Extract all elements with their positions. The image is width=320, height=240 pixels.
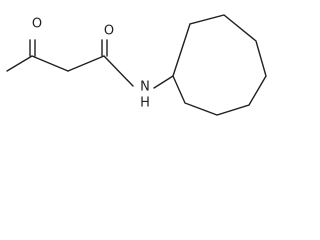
- bond-n-ring: [153, 75, 174, 89]
- bond-amide-n: [103, 55, 134, 87]
- amide-hydrogen-label: H: [140, 96, 150, 111]
- molecule-structure: O O N H: [6, 14, 267, 116]
- amide-oxygen-label: O: [104, 24, 114, 39]
- amide-nitrogen-label: N: [140, 80, 150, 95]
- bond-methyl-ketone: [6, 55, 33, 72]
- bond-ketone-ch2: [31, 55, 69, 72]
- cyclooctane-ring: [172, 14, 267, 116]
- bond-ch2-amide: [67, 55, 105, 72]
- ketone-oxygen-label: O: [32, 17, 42, 32]
